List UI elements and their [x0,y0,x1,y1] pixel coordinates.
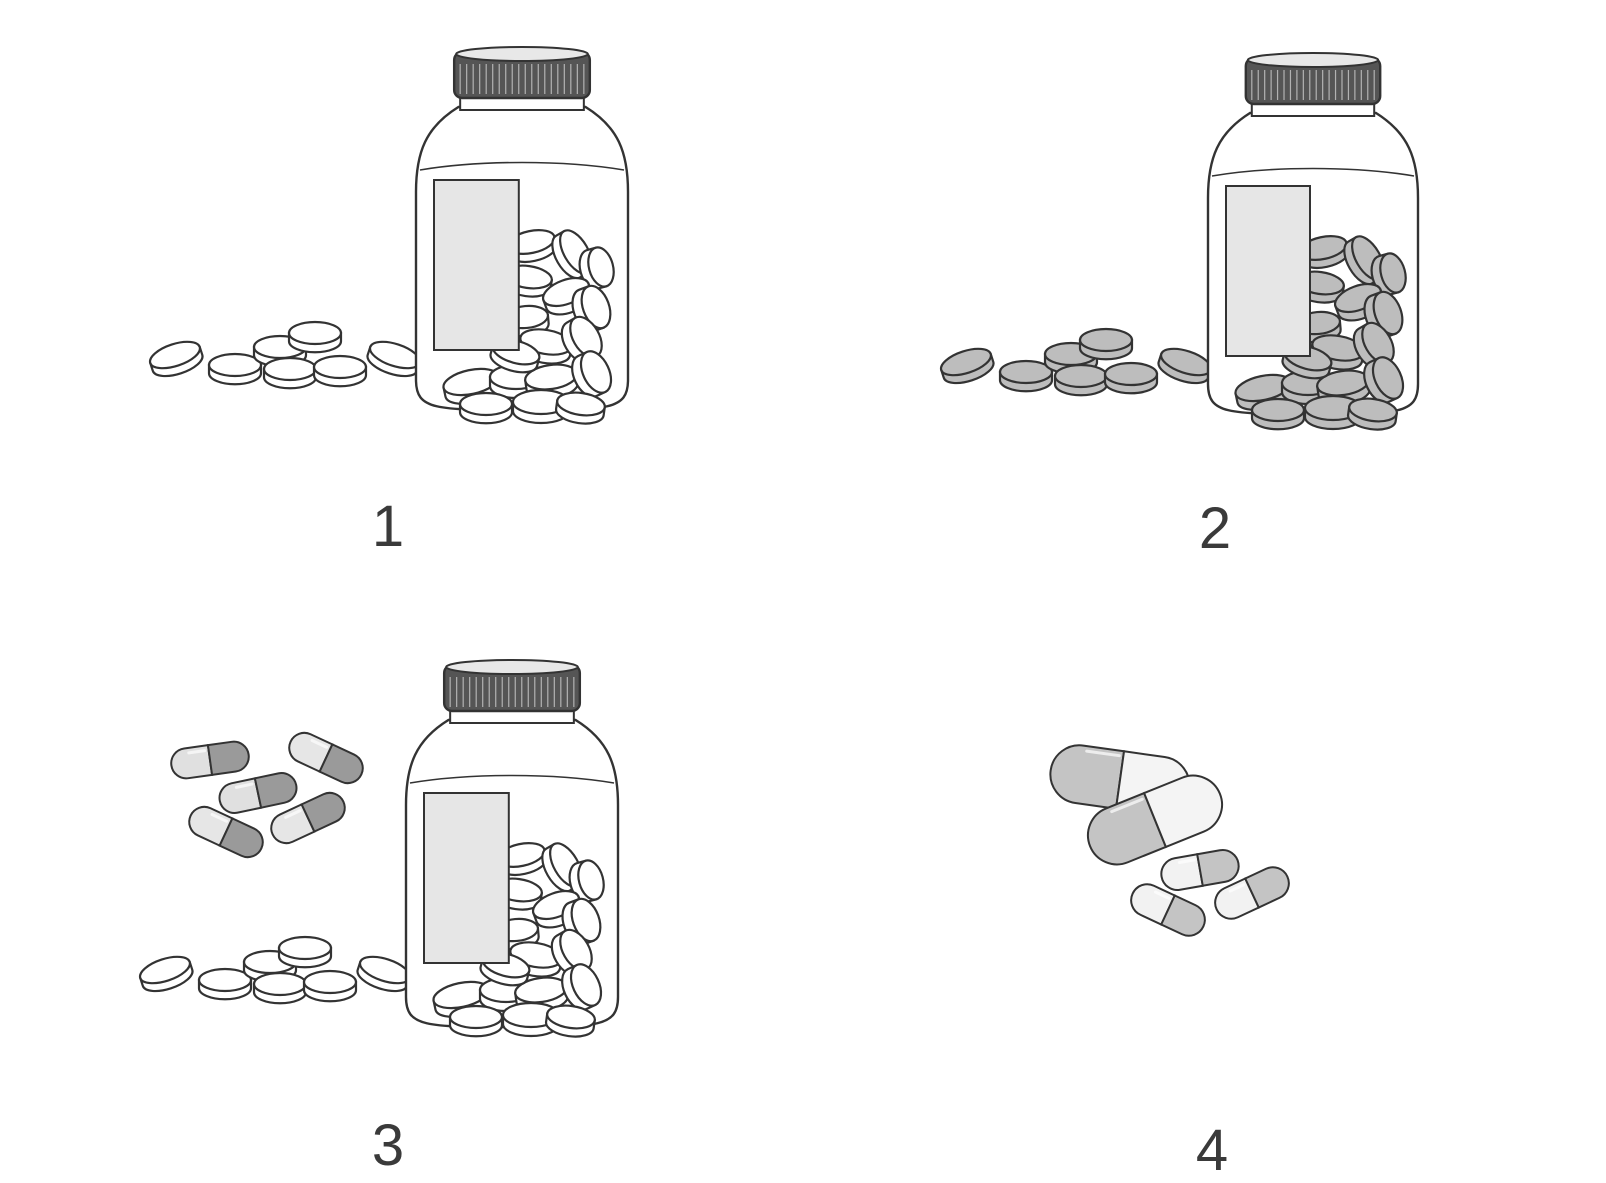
panel-label-2: 2 [1198,496,1232,561]
panel-3 [138,659,620,1038]
capsule-icon [1214,866,1290,920]
tablet-icon [568,859,605,903]
tablet-icon [197,967,253,1001]
tablet-icon [252,971,308,1005]
tablet-icon [287,320,343,354]
tablet-icon [571,350,613,398]
jar-label [433,179,520,351]
jar-label [1225,185,1311,357]
capsule-icon [218,772,298,814]
capsule-icon [188,805,264,859]
tablet-icon [998,359,1054,393]
tablet-icon [312,354,368,388]
tablet-icon [1370,252,1407,296]
jar-cap-icon [1244,52,1382,106]
tablet-icon [554,391,607,425]
panel-label-3: 3 [371,1113,405,1178]
tablet-icon [356,955,412,993]
tablet-icon [302,969,358,1003]
capsule-icon [170,740,250,780]
tablet-icon [207,352,263,386]
panel-2 [939,52,1420,431]
jar-label [423,792,510,964]
tablet-icon [1346,397,1399,431]
capsule-icon [288,731,364,785]
panel-label-4: 4 [1195,1118,1229,1183]
panel-1 [148,46,630,425]
tablet-icon [262,356,318,390]
tablet-icon [458,391,514,425]
tablet-icon [277,935,333,969]
capsule-icon [270,791,346,845]
tablet-icon [1053,363,1109,397]
tablet-icon [939,347,995,385]
capsule-icon [1130,883,1206,937]
tablet-icon [1157,347,1213,385]
panel-label-1: 1 [371,494,405,559]
jar-icon [1206,52,1420,431]
tablet-icon [544,1004,597,1038]
jar-icon [404,659,620,1038]
tablet-icon [1250,397,1306,431]
tablet-icon [148,340,204,378]
tablet-icon [1103,361,1159,395]
jar-cap-icon [452,46,592,100]
tablet-icon [571,284,612,333]
tablet-icon [448,1004,504,1038]
tablet-icon [366,340,422,378]
capsule-icon [1160,849,1240,891]
tablet-icon [561,963,603,1011]
jar-icon [414,46,630,425]
tablet-icon [1298,235,1350,270]
tablet-icon [1078,327,1134,361]
tablet-icon [138,955,194,993]
tablet-icon [578,246,615,290]
tablet-icon [511,388,571,425]
jar-cap-icon [442,659,582,713]
panel-4 [1049,744,1290,937]
capsule-icon [1086,774,1224,866]
